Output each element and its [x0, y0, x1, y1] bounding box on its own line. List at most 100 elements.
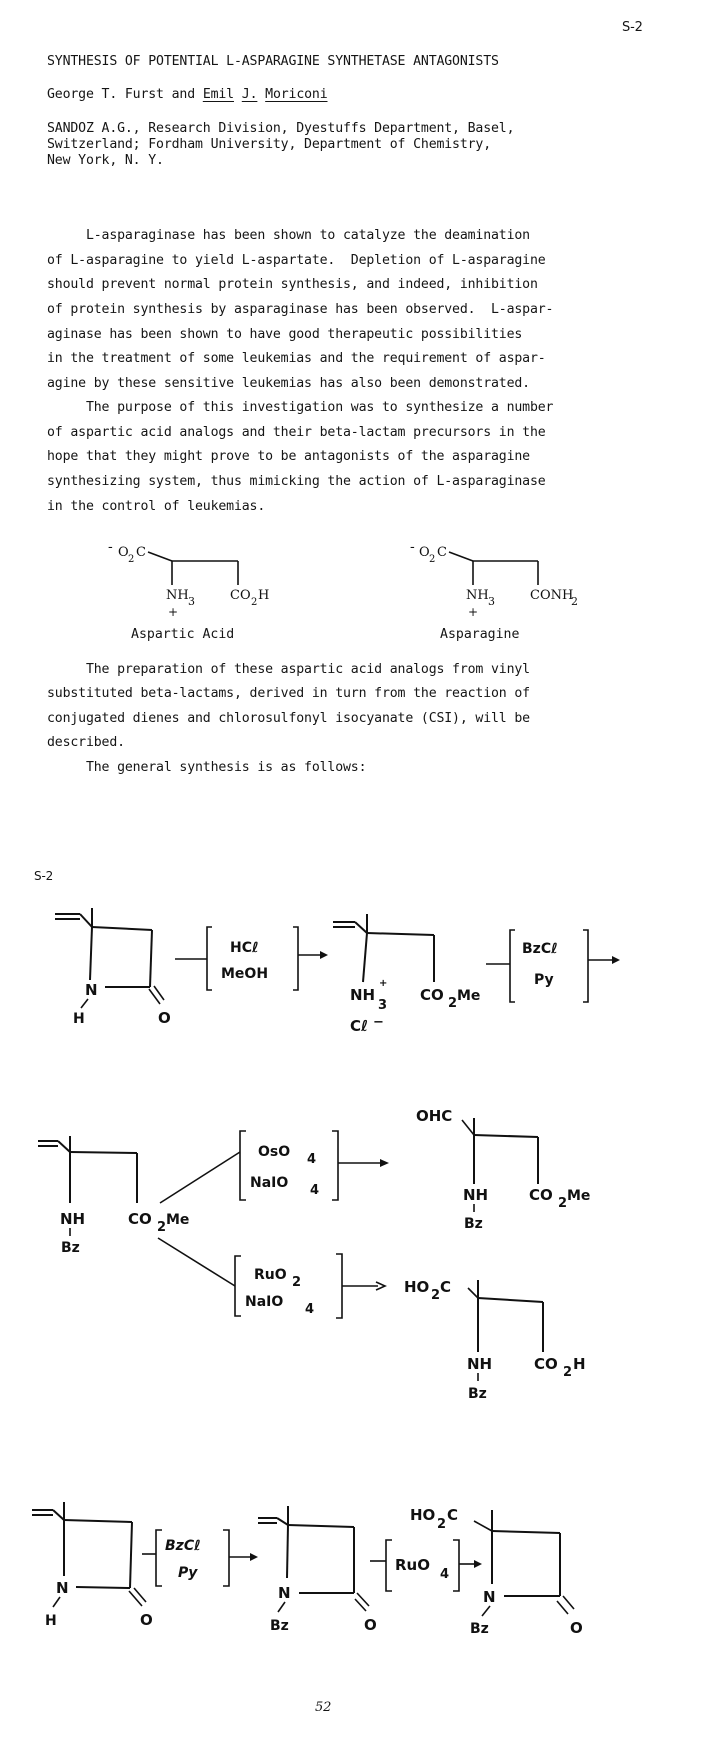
text-line: should prevent normal protein synthesis,…	[47, 277, 538, 292]
bond	[287, 1524, 355, 1528]
aldehyde-product: OHC NH Bz CO 2 Me	[416, 1107, 590, 1232]
amine-group: NH	[467, 1355, 492, 1373]
left-bracket	[155, 1529, 162, 1587]
bond	[52, 1596, 61, 1608]
arrow-head-icon	[380, 1159, 389, 1167]
counterion: Cℓ	[350, 1017, 368, 1035]
page-number: 52	[315, 1700, 332, 1715]
reagent-sub: 4	[310, 1183, 319, 1198]
text-line: in the treatment of some leukemias and t…	[47, 351, 546, 366]
n-benzoyl-vinyl-ester: NH Bz CO 2 Me	[38, 1136, 189, 1256]
asparagine-label: Asparagine	[440, 627, 519, 642]
ester-end: Me	[457, 988, 480, 1004]
bond	[354, 921, 368, 934]
text-line: agine by these sensitive leukemias has a…	[47, 376, 530, 391]
aspartic-acid-structure: - O 2 C NH 3 + CO 2 H Aspartic Acid	[108, 539, 269, 642]
left-bracket	[206, 926, 212, 991]
bond	[80, 998, 89, 1009]
amine-sub: 3	[488, 595, 495, 608]
bond	[286, 1524, 289, 1579]
right-bracket	[336, 1253, 343, 1319]
amine-sub: 3	[188, 595, 195, 608]
amine-hydrochloride-ester: NH + 3 Cℓ − CO 2 Me	[333, 914, 480, 1035]
text-line: The preparation of these aspartic acid a…	[47, 662, 530, 677]
bond	[461, 1119, 475, 1136]
upper-branch-osmium: OsO 4 NaIO 4	[159, 1130, 389, 1204]
carbonyl-o: O	[140, 1611, 153, 1629]
affiliation-line: SANDOZ A.G., Research Division, Dyestuff…	[47, 121, 515, 136]
acid-c: C	[447, 1506, 458, 1524]
bond	[149, 929, 153, 988]
lower-branch-ruthenium: RuO 2 NaIO 4	[157, 1237, 387, 1319]
amide-sub: 2	[571, 595, 578, 608]
n-benzoyl-beta-lactam: N Bz O	[258, 1506, 377, 1634]
left-bracket	[239, 1130, 246, 1201]
aspartic-acid-label: Aspartic Acid	[131, 627, 234, 642]
lactam-n: N	[278, 1584, 291, 1602]
diacid-product: HO 2 C NH Bz CO 2 H	[404, 1278, 586, 1402]
reagent-text: NaIO	[245, 1294, 283, 1310]
text-line: hope that they might prove to be antagon…	[47, 449, 530, 464]
text-line: The purpose of this investigation was to…	[47, 400, 554, 415]
affiliation-line: New York, N. Y.	[47, 153, 164, 168]
amine-group: NH	[350, 986, 375, 1004]
bond	[448, 551, 474, 562]
reagent-text: BzCℓ	[522, 941, 558, 957]
vinyl-beta-lactam: N H O	[55, 908, 171, 1027]
carboxy-beta-lactam: HO 2 C N Bz O	[410, 1506, 583, 1637]
ester-group: CO	[128, 1210, 152, 1228]
reagent-text: NaIO	[250, 1175, 288, 1191]
reagent-ruo4: RuO 4	[370, 1539, 482, 1592]
asparagine-structure: - O 2 C NH 3 + CONH 2 Asparagine	[410, 539, 578, 642]
carboxylate-o: O	[118, 545, 129, 560]
ester-sub: 2	[157, 1220, 166, 1235]
page-label-top: S-2	[622, 20, 643, 35]
benzoyl-group: Bz	[468, 1386, 487, 1402]
acid-sub: 2	[251, 597, 257, 608]
ester-end: Me	[567, 1188, 590, 1204]
counterion-charge: −	[373, 1015, 384, 1030]
carbonyl-o: O	[570, 1619, 583, 1637]
text-line: in the control of leukemias.	[47, 499, 266, 514]
text-line: described.	[47, 735, 125, 750]
reagent-sub: 4	[307, 1152, 316, 1167]
reagent-text: Py	[534, 972, 554, 988]
carbonyl-o: O	[158, 1009, 171, 1027]
reagent-sub: 2	[292, 1275, 301, 1290]
acid-h: H	[573, 1355, 586, 1373]
acid-sub: 2	[437, 1517, 446, 1532]
aldehyde-group: OHC	[416, 1107, 452, 1125]
lactam-n: N	[483, 1588, 496, 1606]
charge-minus: -	[410, 539, 415, 555]
left-bracket	[509, 929, 515, 1003]
acid-sub: 2	[431, 1288, 440, 1303]
bond	[473, 1134, 539, 1138]
charge-minus: -	[108, 539, 113, 555]
acid-sub-2: 2	[563, 1365, 572, 1380]
scheme-row-2: NH Bz CO 2 Me OsO 4 NaIO 4 OHC NH Bz CO …	[38, 1107, 590, 1402]
reagent-bzcl-py: BzCℓ Py	[486, 929, 620, 1003]
amine-sub: 3	[378, 998, 387, 1013]
bond	[69, 1151, 138, 1154]
bond	[75, 1586, 131, 1589]
text-line: of aspartic acid analogs and their beta-…	[47, 425, 546, 440]
benzoyl-group: Bz	[61, 1240, 80, 1256]
right-bracket	[293, 926, 299, 991]
author-1: George T. Furst	[47, 87, 164, 102]
carboxylate-sub: 2	[128, 554, 134, 565]
reagent-text: OsO	[258, 1144, 290, 1160]
ester-end: Me	[166, 1212, 189, 1228]
reagent-hcl-meoh: HCℓ MeOH	[175, 926, 328, 991]
bond	[276, 1517, 289, 1526]
paper-title: SYNTHESIS OF POTENTIAL L-ASPARAGINE SYNT…	[47, 54, 499, 69]
lactam-n: N	[56, 1579, 69, 1597]
benzoyl-group: Bz	[464, 1216, 483, 1232]
author-2-initial: J.	[241, 87, 258, 102]
carbonyl-bond	[356, 1592, 370, 1607]
author-2-first: Emil	[202, 87, 234, 102]
acid-group: HO	[410, 1506, 435, 1524]
paragraph-4: The general synthesis is as follows:	[47, 760, 367, 775]
benzoyl-group: Bz	[270, 1618, 289, 1634]
scheme-row-3: N H O BzCℓ Py N Bz O RuO 4	[32, 1502, 583, 1637]
bond	[57, 1140, 71, 1153]
